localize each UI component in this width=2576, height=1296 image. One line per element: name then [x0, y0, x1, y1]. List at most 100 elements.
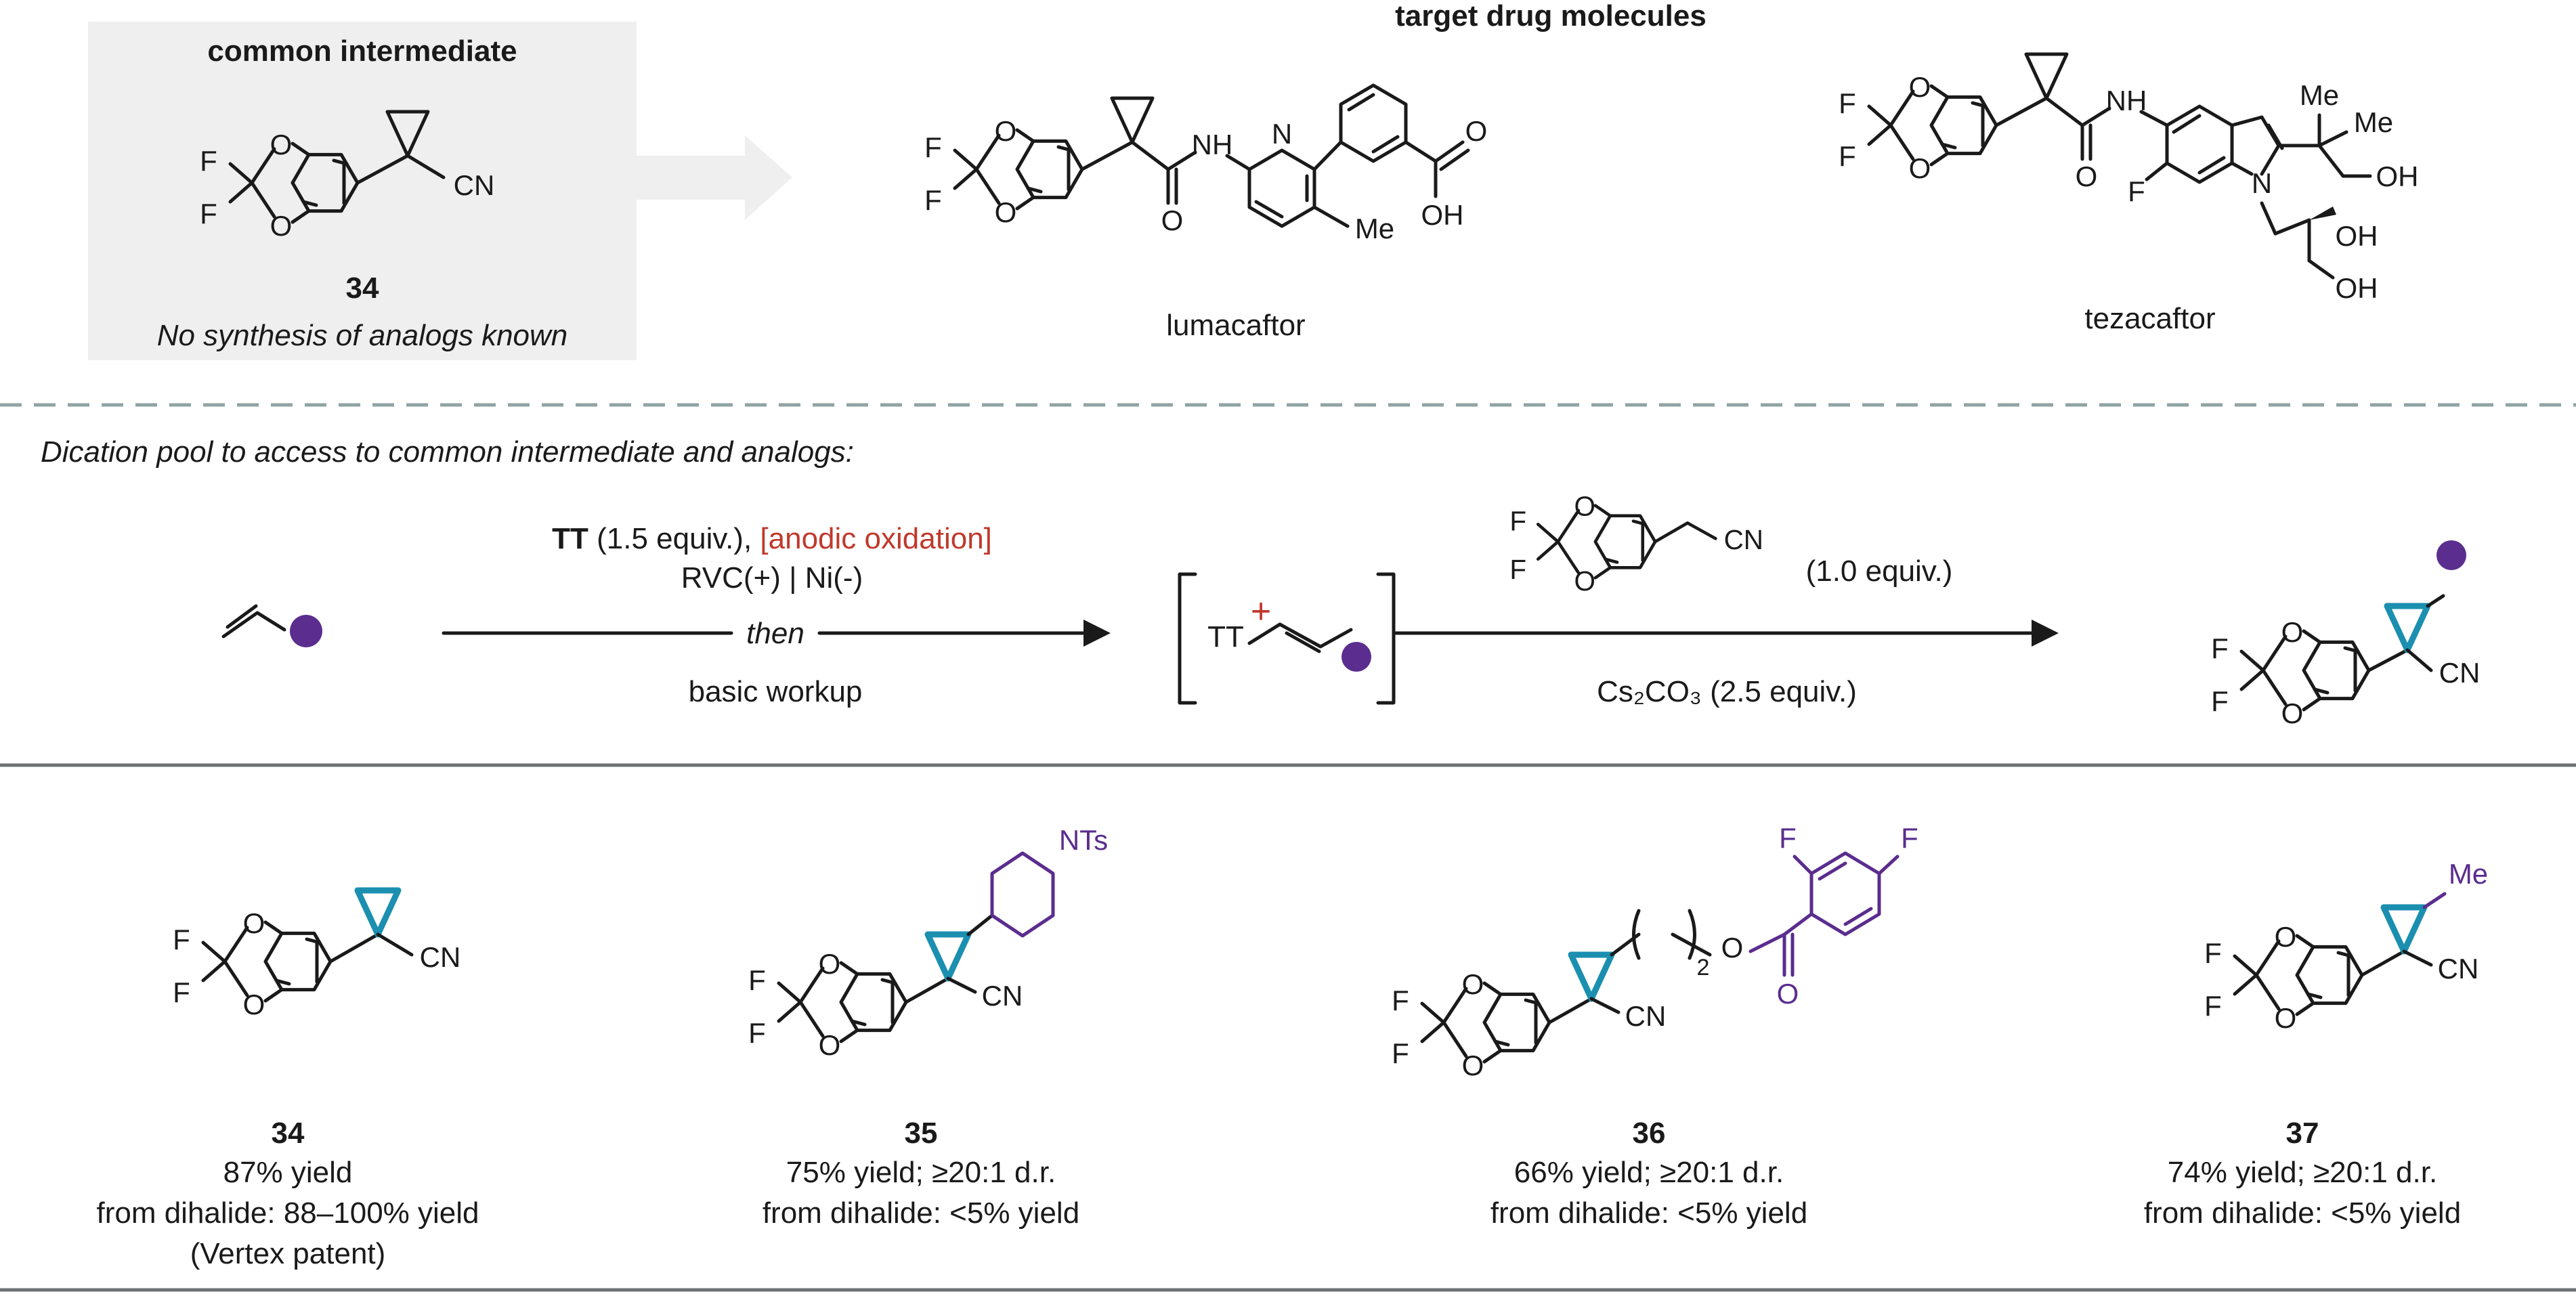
product-36-caption: 36 66% yield; ≥20:1 d.r. from dihalide: … [1490, 1117, 1807, 1230]
intermediate-panel [88, 22, 637, 360]
atom-me-label: Me [2354, 106, 2393, 138]
atom-f-label: F [173, 924, 190, 955]
atom-cn-label: CN [420, 941, 461, 973]
product-34-caption: 34 87% yield from dihalide: 88–100% yiel… [96, 1117, 479, 1270]
subscript-2: 2 [1697, 955, 1710, 980]
atom-o-label: O [995, 115, 1017, 147]
atom-oh-label: OH [2336, 220, 2378, 252]
intermediate-title: common intermediate [207, 35, 517, 68]
product-37-caption: 37 74% yield; ≥20:1 d.r. from dihalide: … [2144, 1117, 2461, 1230]
tezacaftor-structure: O O F F O NH F N Me Me OH [1839, 52, 2419, 304]
atom-cn-label: CN [1724, 524, 1763, 555]
atom-me-label: Me [2300, 79, 2339, 111]
atom-me-label: Me [2449, 858, 2488, 890]
atom-nts-label: NTs [1059, 824, 1108, 856]
substituent-dot [290, 615, 322, 647]
product-note: (Vertex patent) [190, 1237, 386, 1270]
intermediate-number: 34 [346, 272, 379, 305]
arrow-2-head [2032, 620, 2059, 647]
atom-n-label: N [2252, 167, 2272, 199]
product-dihalide: from dihalide: <5% yield [763, 1196, 1079, 1230]
atom-f-label: F [1509, 554, 1526, 585]
atom-f-label: F [924, 131, 942, 163]
atom-o-label: O [1465, 115, 1488, 147]
product-35-caption: 35 75% yield; ≥20:1 d.r. from dihalide: … [763, 1117, 1079, 1230]
atom-o-label: O [1777, 978, 1799, 1010]
gray-arrow [637, 135, 792, 220]
product-number: 37 [2286, 1117, 2319, 1150]
atom-f-label: F [748, 964, 766, 996]
substituent-dot [2437, 540, 2466, 570]
product-dihalide: from dihalide: <5% yield [2144, 1196, 2461, 1230]
substituent-dot [1341, 642, 1371, 672]
starting-alkene [221, 604, 322, 647]
atom-f-label: F [2204, 990, 2222, 1022]
atom-o-label: O [1909, 71, 1931, 103]
atom-o-label: O [2281, 616, 2304, 648]
product-number: 36 [1633, 1117, 1666, 1150]
atom-o-label: O [243, 989, 265, 1020]
product-yield: 66% yield; ≥20:1 d.r. [1514, 1156, 1784, 1189]
atom-o-label: O [1574, 490, 1595, 521]
product-34-structure: O O F F CN [173, 887, 461, 1020]
atom-cn-label: CN [1625, 1000, 1667, 1032]
atom-cn-label: CN [2439, 657, 2481, 689]
tezacaftor-label: tezacaftor [2084, 302, 2215, 335]
equiv-label: (1.0 equiv.) [1806, 555, 1953, 588]
intermediate-structure: O O F F CN [200, 110, 495, 242]
atom-f-label: F [1779, 822, 1797, 854]
product-dihalide: from dihalide: <5% yield [1490, 1196, 1807, 1230]
atom-oh-label: OH [2336, 272, 2378, 304]
atom-o-label: O [270, 210, 293, 242]
product-yield: 75% yield; ≥20:1 d.r. [786, 1156, 1056, 1189]
atom-f-label: F [1392, 1037, 1409, 1069]
lumacaftor-structure: O O F F O NH N Me O OH [924, 83, 1488, 244]
atom-f-label: F [200, 145, 217, 177]
atom-cn-label: CN [982, 980, 1023, 1012]
nitrile-reagent: O O F F CN [1509, 490, 1763, 596]
atom-o-label: O [2275, 921, 2297, 953]
atom-n-label: N [1272, 118, 1292, 150]
dication-intermediate: TT + [1178, 572, 1396, 705]
atom-oh-label: OH [2376, 160, 2419, 192]
atom-f-label: F [748, 1017, 766, 1049]
product-37-structure: O O F F CN Me [2204, 858, 2488, 1034]
atom-o-label: O [1161, 204, 1184, 236]
atom-oh-label: OH [1421, 199, 1464, 231]
arrow-1-head [1083, 620, 1111, 647]
atom-o-label: O [243, 907, 265, 939]
workup-label: basic workup [689, 675, 863, 708]
intermediate-note: No synthesis of analogs known [157, 319, 568, 352]
atom-f-label: F [2128, 175, 2145, 207]
atom-o-label: O [2281, 697, 2304, 729]
scheme-product: O O F F CN [2211, 540, 2480, 729]
atom-o-label: O [819, 1029, 841, 1061]
atom-f-label: F [2211, 632, 2229, 664]
product-dihalide: from dihalide: 88–100% yield [96, 1196, 479, 1230]
atom-f-label: F [1901, 822, 1918, 854]
atom-f-label: F [200, 198, 217, 230]
atom-o-label: O [1462, 1050, 1484, 1081]
atom-f-label: F [1839, 140, 1856, 172]
atom-f-label: F [924, 184, 942, 216]
atom-cn-label: CN [454, 169, 495, 201]
atom-f-label: F [2204, 937, 2222, 969]
atom-o-label: O [2076, 160, 2098, 192]
then-label: then [746, 617, 804, 650]
atom-o-label: O [2275, 1002, 2297, 1034]
atom-f-label: F [2211, 685, 2229, 717]
atom-f-label: F [1392, 985, 1409, 1016]
tt-label: TT [1207, 620, 1244, 653]
product-35-structure: O O F F CN NTs [748, 824, 1108, 1061]
plus-charge: + [1251, 592, 1271, 631]
scheme-intro: Dication pool to access to common interm… [41, 435, 854, 469]
atom-o-label: O [819, 948, 841, 980]
atom-o-label: O [1909, 152, 1931, 184]
atom-o-label: O [995, 196, 1017, 228]
base-label: Cs₂CO₃ (2.5 equiv.) [1597, 675, 1857, 708]
atom-f-label: F [1839, 87, 1856, 119]
product-number: 34 [272, 1117, 305, 1150]
atom-o-label: O [1574, 565, 1595, 597]
reagent-line-1: TT (1.5 equiv.), [anodic oxidation] [552, 522, 992, 555]
